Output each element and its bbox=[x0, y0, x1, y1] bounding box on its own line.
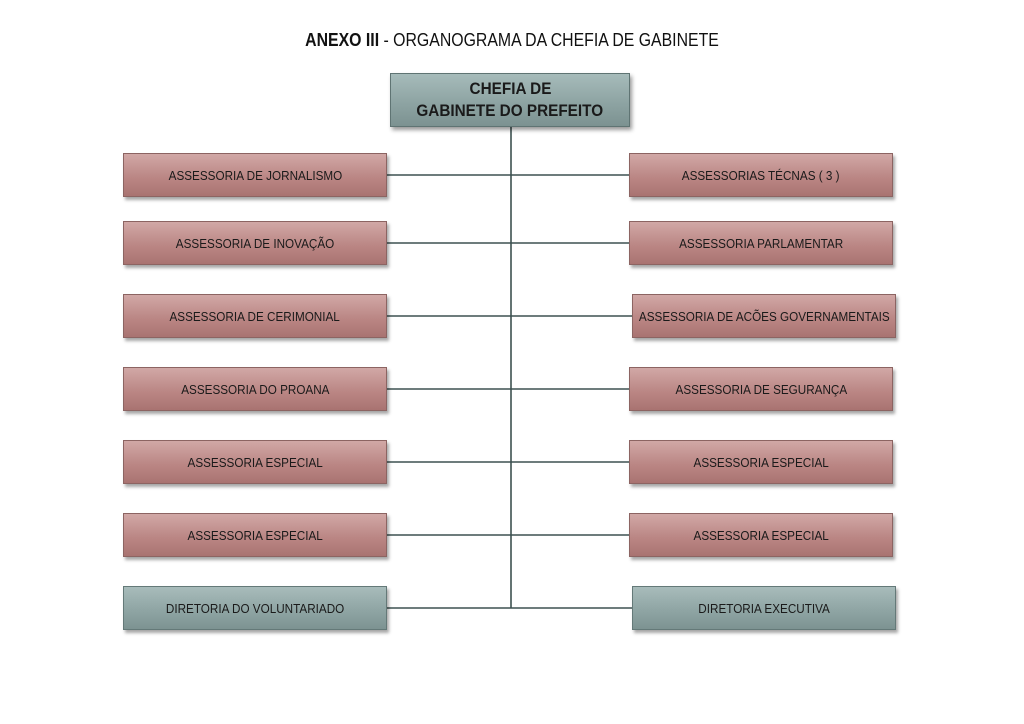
org-box-label: ASSESSORIA ESPECIAL bbox=[693, 454, 829, 470]
org-box-assessoria-parlamentar: ASSESSORIA PARLAMENTAR bbox=[629, 221, 893, 265]
title-annex: ANEXO III bbox=[305, 30, 380, 50]
org-box-label: ASSESSORIA DO PROANA bbox=[180, 381, 330, 397]
org-box-assessoria-inovacao: ASSESSORIA DE INOVAÇÃO bbox=[123, 221, 387, 265]
org-box-label: DIRETORIA EXECUTIVA bbox=[698, 600, 830, 616]
chefia-gabinete-box: CHEFIA DE GABINETE DO PREFEITO bbox=[390, 73, 630, 127]
org-box-diretoria-executiva: DIRETORIA EXECUTIVA bbox=[632, 586, 896, 630]
page-title: ANEXO III - ORGANOGRAMA DA CHEFIA DE GAB… bbox=[61, 30, 962, 51]
chefia-line-1: CHEFIA DE bbox=[469, 79, 551, 98]
org-box-label: ASSESSORIA DE CERIMONIAL bbox=[169, 308, 341, 324]
org-box-label: DIRETORIA DO VOLUNTARIADO bbox=[165, 600, 345, 616]
org-box-label: ASSESSORIA PARLAMENTAR bbox=[678, 235, 844, 251]
org-box-label: ASSESSORIA DE ACÕES GOVERNAMENTAIS bbox=[638, 308, 890, 324]
org-box-label: ASSESSORIA DE INOVAÇÃO bbox=[175, 235, 335, 251]
title-text: - ORGANOGRAMA DA CHEFIA DE GABINETE bbox=[379, 30, 719, 50]
org-box-assessoria-especial-right-1: ASSESSORIA ESPECIAL bbox=[629, 440, 893, 484]
org-box-assessoria-especial-left-2: ASSESSORIA ESPECIAL bbox=[123, 513, 387, 557]
org-box-label: ASSESSORIAS TÉCNAS ( 3 ) bbox=[682, 167, 840, 183]
org-box-label: ASSESSORIA DE JORNALISMO bbox=[168, 167, 342, 183]
org-box-label: ASSESSORIA ESPECIAL bbox=[693, 527, 829, 543]
org-box-assessoria-cerimonial: ASSESSORIA DE CERIMONIAL bbox=[123, 294, 387, 338]
org-box-assessoria-seguranca: ASSESSORIA DE SEGURANÇA bbox=[629, 367, 893, 411]
org-box-assessoria-proana: ASSESSORIA DO PROANA bbox=[123, 367, 387, 411]
org-box-assessoria-especial-left-1: ASSESSORIA ESPECIAL bbox=[123, 440, 387, 484]
org-box-label: ASSESSORIA ESPECIAL bbox=[187, 527, 323, 543]
org-box-assessoria-acoes-governamentais: ASSESSORIA DE ACÕES GOVERNAMENTAIS bbox=[632, 294, 896, 338]
org-box-assessoria-especial-right-2: ASSESSORIA ESPECIAL bbox=[629, 513, 893, 557]
org-box-label: ASSESSORIA DE SEGURANÇA bbox=[675, 381, 847, 397]
org-box-assessorias-tecnicas: ASSESSORIAS TÉCNAS ( 3 ) bbox=[629, 153, 893, 197]
org-box-diretoria-voluntariado: DIRETORIA DO VOLUNTARIADO bbox=[123, 586, 387, 630]
org-box-assessoria-jornalismo: ASSESSORIA DE JORNALISMO bbox=[123, 153, 387, 197]
org-box-label: ASSESSORIA ESPECIAL bbox=[187, 454, 323, 470]
chefia-line-2: GABINETE DO PREFEITO bbox=[416, 101, 604, 120]
